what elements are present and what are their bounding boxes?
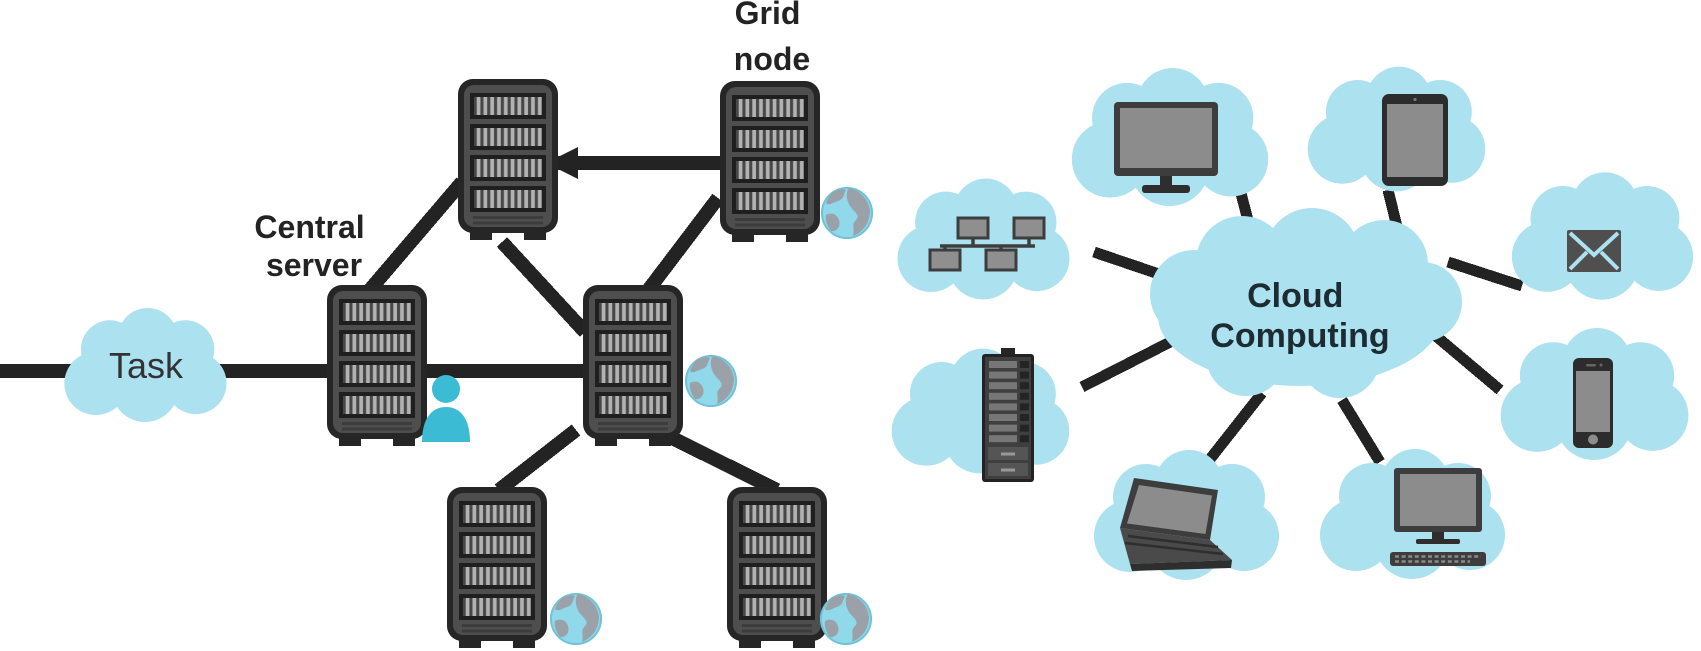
grid-node-server-icon bbox=[720, 81, 820, 242]
email-icon bbox=[1567, 230, 1621, 272]
central-server-icon bbox=[327, 285, 427, 446]
line-cloud-to-email bbox=[1446, 256, 1524, 292]
rack-cloud bbox=[891, 348, 1070, 474]
cloud-computing-cloud bbox=[1150, 208, 1462, 398]
grid-computing-diagram: Task Central server Grid node bbox=[0, 0, 874, 648]
cloud-computing-label: Cloud Computing bbox=[1210, 277, 1389, 355]
line-central-to-topleft bbox=[362, 177, 468, 297]
cloud-computing-diagram: Cloud Computing bbox=[891, 66, 1694, 580]
line-middle-to-bottomleft bbox=[494, 424, 581, 496]
user-icon bbox=[422, 375, 470, 442]
tablet-icon bbox=[1382, 94, 1448, 186]
line-cloud-to-desktop bbox=[1337, 397, 1385, 465]
task-label: Task bbox=[109, 345, 184, 386]
line-cloud-to-rack bbox=[1079, 332, 1183, 392]
line-topleft-to-middle bbox=[496, 237, 591, 337]
grid-node-server-icon bbox=[727, 487, 827, 648]
line-middle-to-bottomright bbox=[652, 423, 781, 497]
globe-icon bbox=[549, 592, 603, 646]
grid-node-server-icon bbox=[583, 285, 683, 446]
line-cloud-to-laptop bbox=[1198, 389, 1267, 472]
arrowhead-icon bbox=[546, 147, 578, 179]
globe-icon bbox=[820, 186, 874, 240]
globe-icon bbox=[684, 354, 738, 408]
server-rack-icon bbox=[982, 348, 1034, 482]
computer-network-icon bbox=[928, 216, 1046, 272]
grid-node-label: Grid node bbox=[734, 0, 810, 77]
line-cloud-to-phone bbox=[1426, 326, 1504, 395]
globe-icon bbox=[819, 592, 873, 646]
smartphone-icon bbox=[1573, 358, 1613, 448]
central-server-label: Central server bbox=[254, 209, 373, 283]
line-topright-to-middle bbox=[640, 193, 724, 298]
grid-node-server-icon bbox=[447, 487, 547, 648]
grid-node-server-icon bbox=[458, 79, 558, 240]
